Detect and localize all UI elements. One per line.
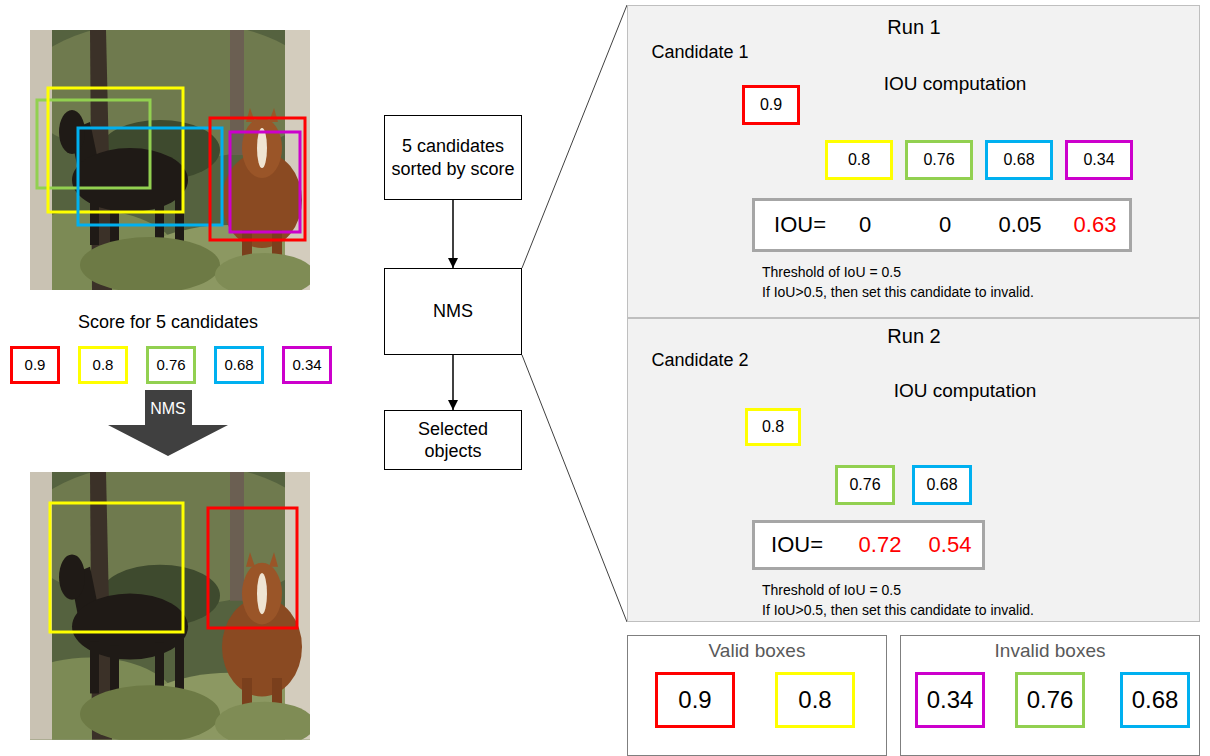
- box-label: 0.9: [678, 685, 711, 715]
- run-panel: 0.9 0.8 0.76 0.68 0.34IOU= 0 0 0.05 0.63 Run 1 Can…: [627, 5, 1200, 318]
- box-label: 0.34: [927, 685, 974, 715]
- photo-before: [0, 20, 330, 315]
- zoom-line: [522, 5, 627, 268]
- invalid-box: 0.34: [915, 672, 985, 728]
- invalid-box: 0.68: [1120, 672, 1190, 728]
- box-text: 0: [939, 212, 951, 237]
- flow-arrow: [452, 200, 454, 268]
- result-panel: 0.34 0.76 0.68 Invalid boxes: [900, 635, 1200, 756]
- box-label: 0.8: [93, 356, 114, 375]
- invalid-box: 0.76: [1015, 672, 1085, 728]
- process-box: 5 candidates sorted by score: [384, 115, 522, 200]
- candidate-box: 0.68: [985, 140, 1053, 180]
- box-text: Threshold of IoU = 0.5: [762, 582, 901, 598]
- box-text: Threshold of IoU = 0.5: [762, 264, 901, 280]
- photo-after: [0, 462, 330, 756]
- zoom-line: [522, 355, 627, 622]
- candidate-box: 0.8: [825, 140, 893, 180]
- box-label: Valid boxes: [709, 640, 806, 662]
- box-label: 0.8: [762, 417, 784, 437]
- box-label: Invalid boxes: [995, 640, 1106, 662]
- score-box: 0.76: [146, 346, 196, 384]
- box-text: IOU computation: [894, 380, 1037, 402]
- flow-arrow: [452, 355, 454, 410]
- score-box: 0.8: [78, 346, 128, 384]
- box-label: Run 1: [887, 16, 940, 39]
- box-text: If IoU>0.5, then set this candidate to i…: [762, 602, 1034, 618]
- process-box: Selected objects: [384, 410, 522, 470]
- box-label: 0.68: [224, 356, 253, 375]
- box-label: 0.9: [760, 95, 782, 115]
- box-label: 0.68: [1132, 685, 1179, 715]
- box-text: 0.54: [929, 532, 972, 557]
- box-label: 0.76: [923, 150, 954, 170]
- box-label: 0.34: [1083, 150, 1114, 170]
- box-label: NMS: [150, 400, 186, 418]
- candidate-box: 0.8: [745, 408, 801, 446]
- box-text: 0: [859, 212, 871, 237]
- box-label: IOU=: [771, 532, 823, 557]
- box-label: 0.68: [926, 475, 957, 495]
- candidate-box: 0.68: [912, 465, 972, 505]
- box-label: 0.9: [25, 356, 46, 375]
- box-text: Candidate 2: [651, 350, 748, 371]
- box-label: 0.68: [1003, 150, 1034, 170]
- run-panel: 0.8 0.76 0.68IOU= 0.72 0.54 Run 2 Candidate 2 I…: [627, 318, 1200, 622]
- nms-arrow: NMS: [108, 390, 228, 456]
- candidate-box: 0.34: [1065, 140, 1133, 180]
- result-panel: 0.9 0.8 Valid boxes: [627, 635, 887, 756]
- box-label: 0.76: [1027, 685, 1074, 715]
- iou-box: IOU= 0.72 0.54: [752, 520, 985, 570]
- candidate-box: 0.9: [742, 85, 800, 125]
- process-box: NMS: [384, 268, 522, 355]
- selected-boxes: [50, 503, 297, 632]
- box-label: 0.34: [292, 356, 321, 375]
- box-text: IOU computation: [884, 73, 1027, 95]
- box-label: 0.8: [798, 685, 831, 715]
- score-box: 0.9: [10, 346, 60, 384]
- candidate-box: 0.76: [835, 465, 895, 505]
- box-label: Run 2: [887, 325, 940, 348]
- candidate-boxes: [37, 88, 305, 240]
- valid-box: 0.9: [655, 672, 735, 728]
- score-box: 0.68: [214, 346, 264, 384]
- box-text: 0.63: [1074, 212, 1117, 237]
- caption-label: Score for 5 candidates: [78, 312, 258, 333]
- score-box: 0.34: [282, 346, 332, 384]
- box-label: 5 candidates sorted by score: [391, 135, 515, 180]
- box-label: 0.8: [848, 150, 870, 170]
- box-label: NMS: [433, 300, 473, 323]
- box-text: 0.72: [859, 532, 902, 557]
- box-text: If IoU>0.5, then set this candidate to i…: [762, 284, 1034, 300]
- box-text: Candidate 1: [651, 42, 748, 63]
- box-text: 0.05: [999, 212, 1042, 237]
- iou-box: IOU= 0 0 0.05 0.63: [752, 198, 1132, 252]
- valid-box: 0.8: [775, 672, 855, 728]
- box-label: 0.76: [849, 475, 880, 495]
- box-label: IOU=: [774, 212, 826, 237]
- arrow-shape: [108, 390, 228, 456]
- box-label: Selected objects: [391, 418, 515, 463]
- box-label: 0.76: [156, 356, 185, 375]
- candidate-box: 0.76: [905, 140, 973, 180]
